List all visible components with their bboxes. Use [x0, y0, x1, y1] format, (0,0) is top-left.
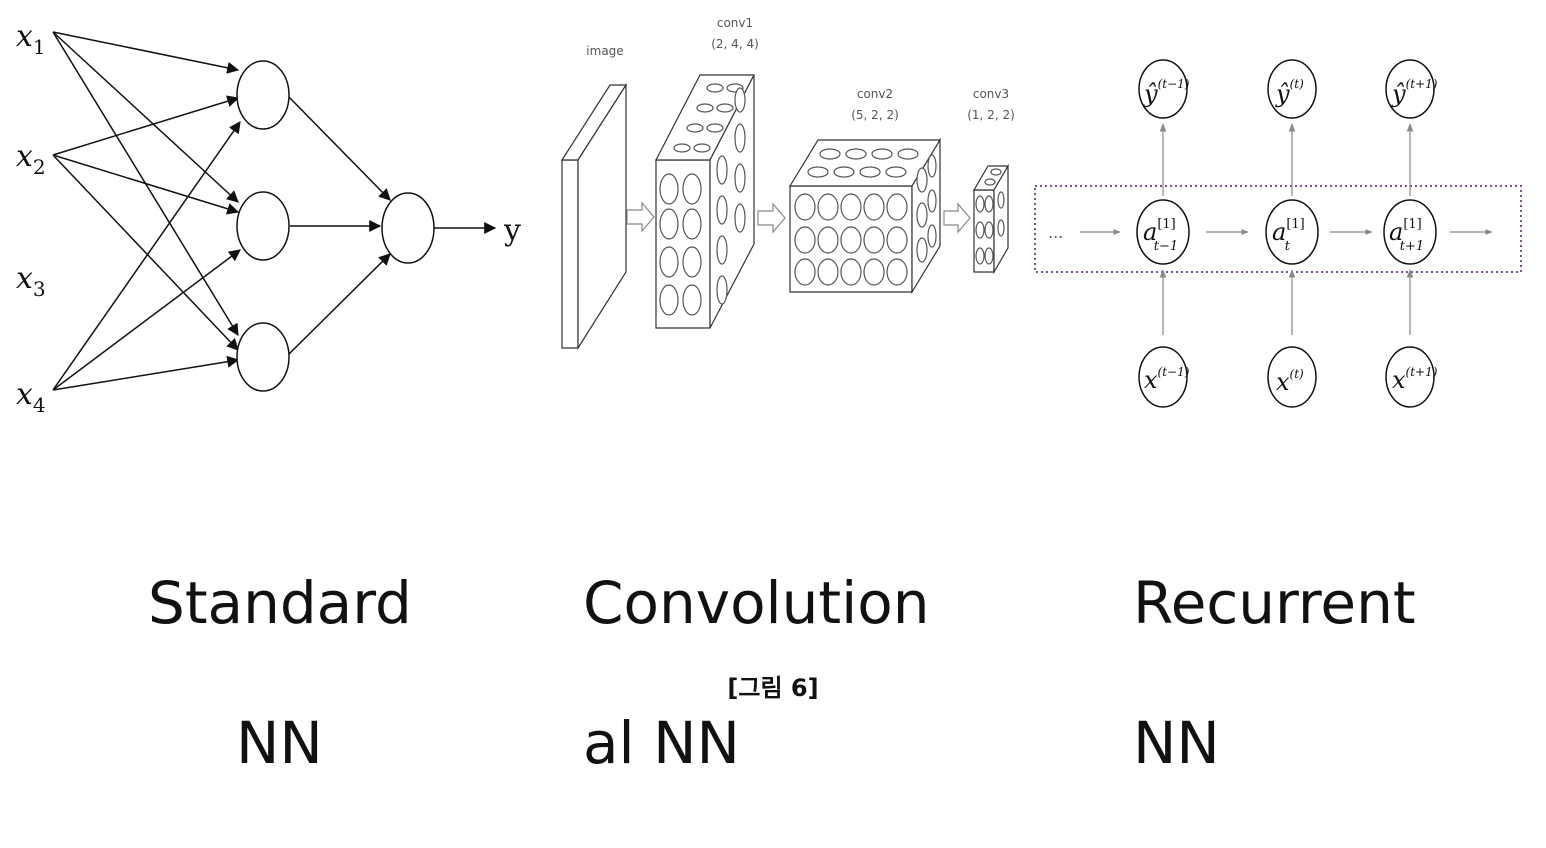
hidden-neuron — [236, 322, 290, 392]
cnn: image — [560, 16, 1015, 351]
hollow-arrow — [943, 202, 971, 234]
diagram-canvas: x1 x2 x3 x4 y image — [16, 16, 1522, 417]
output-nodes — [1138, 59, 1435, 119]
standard-nn: x1 x2 x3 x4 y — [16, 19, 521, 417]
hidden-state-box — [1034, 185, 1522, 273]
conv1-dims: (2, 4, 4) — [711, 37, 759, 51]
output-node — [1385, 59, 1435, 119]
conv2-dims: (5, 2, 2) — [851, 108, 899, 122]
output-node — [1267, 59, 1317, 119]
caption-standard-line1: Standard — [148, 569, 412, 637]
output-node — [1138, 59, 1188, 119]
conv3-label: conv3 — [973, 87, 1009, 101]
hollow-arrow — [626, 201, 655, 233]
input-label-x2: x2 — [16, 139, 46, 179]
conv3-dims: (1, 2, 2) — [967, 108, 1015, 122]
rnn: ... ŷ(t−1) ŷ(t) ŷ(t+1) — [1034, 59, 1522, 408]
input-node — [1385, 346, 1435, 408]
conv2-label: conv2 — [857, 87, 893, 101]
conv3-block — [972, 163, 1010, 275]
caption-standard-line2: NN — [236, 709, 323, 777]
output-label-y: y — [503, 213, 521, 248]
figure-label: [그림 6] — [727, 674, 819, 702]
hidden-nodes — [1136, 199, 1437, 265]
image-slab — [560, 82, 628, 351]
output-neuron — [381, 192, 435, 264]
image-label: image — [586, 44, 623, 58]
hidden-layer — [236, 60, 290, 392]
ellipsis: ... — [1048, 223, 1063, 242]
input-label-x1: x1 — [16, 19, 46, 59]
hidden-node — [1265, 199, 1319, 265]
caption-conv-line1: Convolution — [583, 569, 930, 637]
hollow-arrow — [757, 202, 786, 234]
input-label-x3: x3 — [16, 261, 46, 301]
input-labels: x1 x2 x3 x4 — [16, 19, 46, 417]
input-nodes — [1138, 346, 1435, 408]
conv1-block — [655, 74, 755, 329]
conv2-block — [788, 137, 942, 295]
input-label-x4: x4 — [16, 377, 46, 417]
hidden-neuron — [236, 191, 290, 261]
vertical-arrows — [1159, 123, 1414, 335]
hidden-node — [1136, 199, 1190, 265]
standard-connections — [52, 31, 497, 391]
input-node — [1138, 346, 1188, 408]
caption-rec-line1: Recurrent — [1133, 569, 1416, 637]
caption-rec-line2: NN — [1133, 709, 1220, 777]
input-node — [1267, 346, 1317, 408]
hidden-neuron — [236, 60, 290, 130]
hidden-node — [1383, 199, 1437, 265]
conv1-label: conv1 — [717, 16, 753, 30]
caption-conv-line2: al NN — [583, 709, 740, 777]
